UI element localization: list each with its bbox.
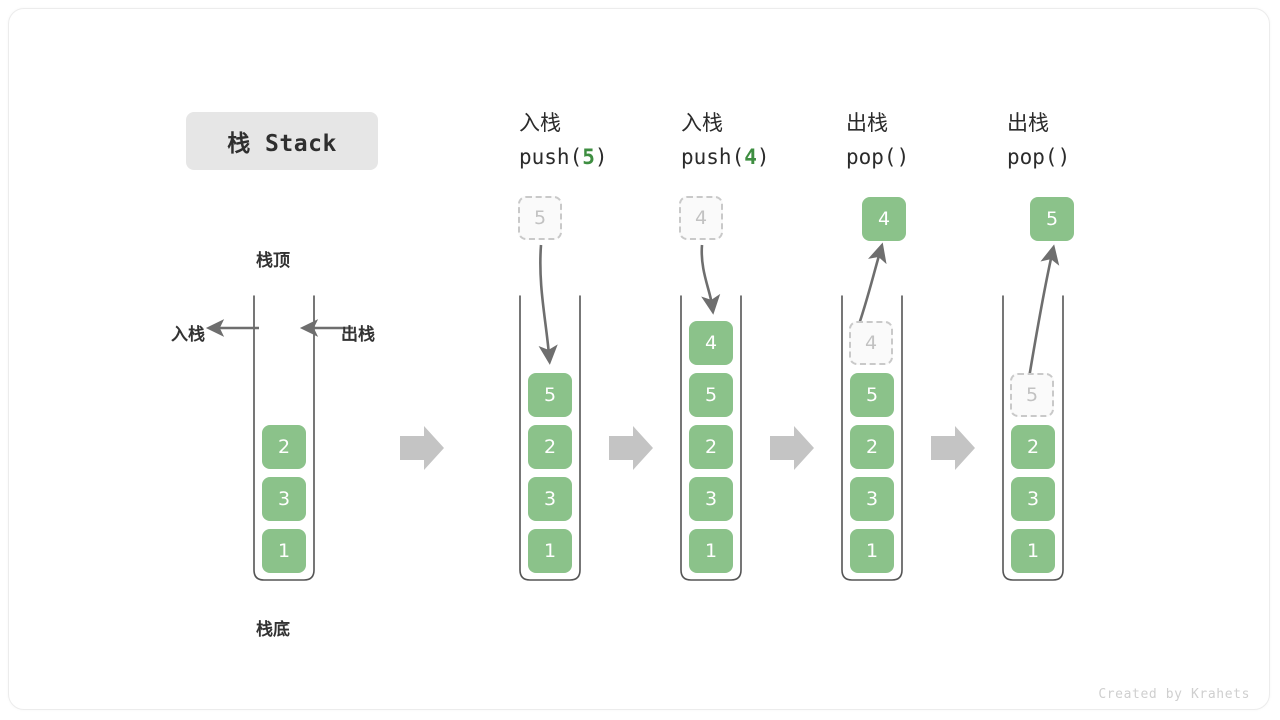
pop-label: 出栈 [341,325,375,345]
stack-element: 2 [689,425,733,469]
stack-element: 3 [262,477,306,521]
caption-pop-2-code: pop() [1007,145,1071,169]
stack-element: 3 [1011,477,1055,521]
caption-pop-1: 出栈 pop() [846,106,909,174]
stack-element: 2 [850,425,894,469]
caption-push-5-arg: 5 [582,145,595,169]
footer-credit: Created by Krahets [1098,687,1250,702]
stack-top-label: 栈顶 [256,251,290,271]
stack-element: 5 [528,373,572,417]
removed-element-ghost: 4 [849,321,893,365]
caption-pop-1-cn: 出栈 [846,111,888,135]
stack-element: 2 [1011,425,1055,469]
caption-pop-1-code: pop() [846,145,910,169]
caption-pop-2-cn: 出栈 [1007,111,1049,135]
caption-push-4-cn: 入栈 [681,111,723,135]
stack-bottom-label: 栈底 [256,620,290,640]
incoming-element-ghost: 4 [679,196,723,240]
stack-element: 1 [689,529,733,573]
stack-element: 5 [850,373,894,417]
caption-pop-2: 出栈 pop() [1007,106,1070,174]
stack-element: 5 [689,373,733,417]
diagram-title-chip: 栈 Stack [186,112,378,170]
popped-element: 5 [1030,197,1074,241]
incoming-element-ghost: 5 [518,196,562,240]
stack-element: 3 [689,477,733,521]
caption-push-5-cn: 入栈 [519,111,561,135]
stack-element: 3 [850,477,894,521]
stack-element: 1 [1011,529,1055,573]
push-label: 入栈 [171,325,205,345]
caption-push-5: 入栈 push(5) [519,106,608,174]
popped-element: 4 [862,197,906,241]
stack-element: 1 [262,529,306,573]
stack-element: 2 [262,425,306,469]
caption-push-5-code: push(5) [519,145,608,169]
removed-element-ghost: 5 [1010,373,1054,417]
caption-push-4-code: push(4) [681,145,770,169]
stack-element: 1 [850,529,894,573]
stack-element: 3 [528,477,572,521]
stack-element: 2 [528,425,572,469]
stack-element: 4 [689,321,733,365]
caption-push-4: 入栈 push(4) [681,106,770,174]
caption-push-4-arg: 4 [744,145,757,169]
stack-element: 1 [528,529,572,573]
